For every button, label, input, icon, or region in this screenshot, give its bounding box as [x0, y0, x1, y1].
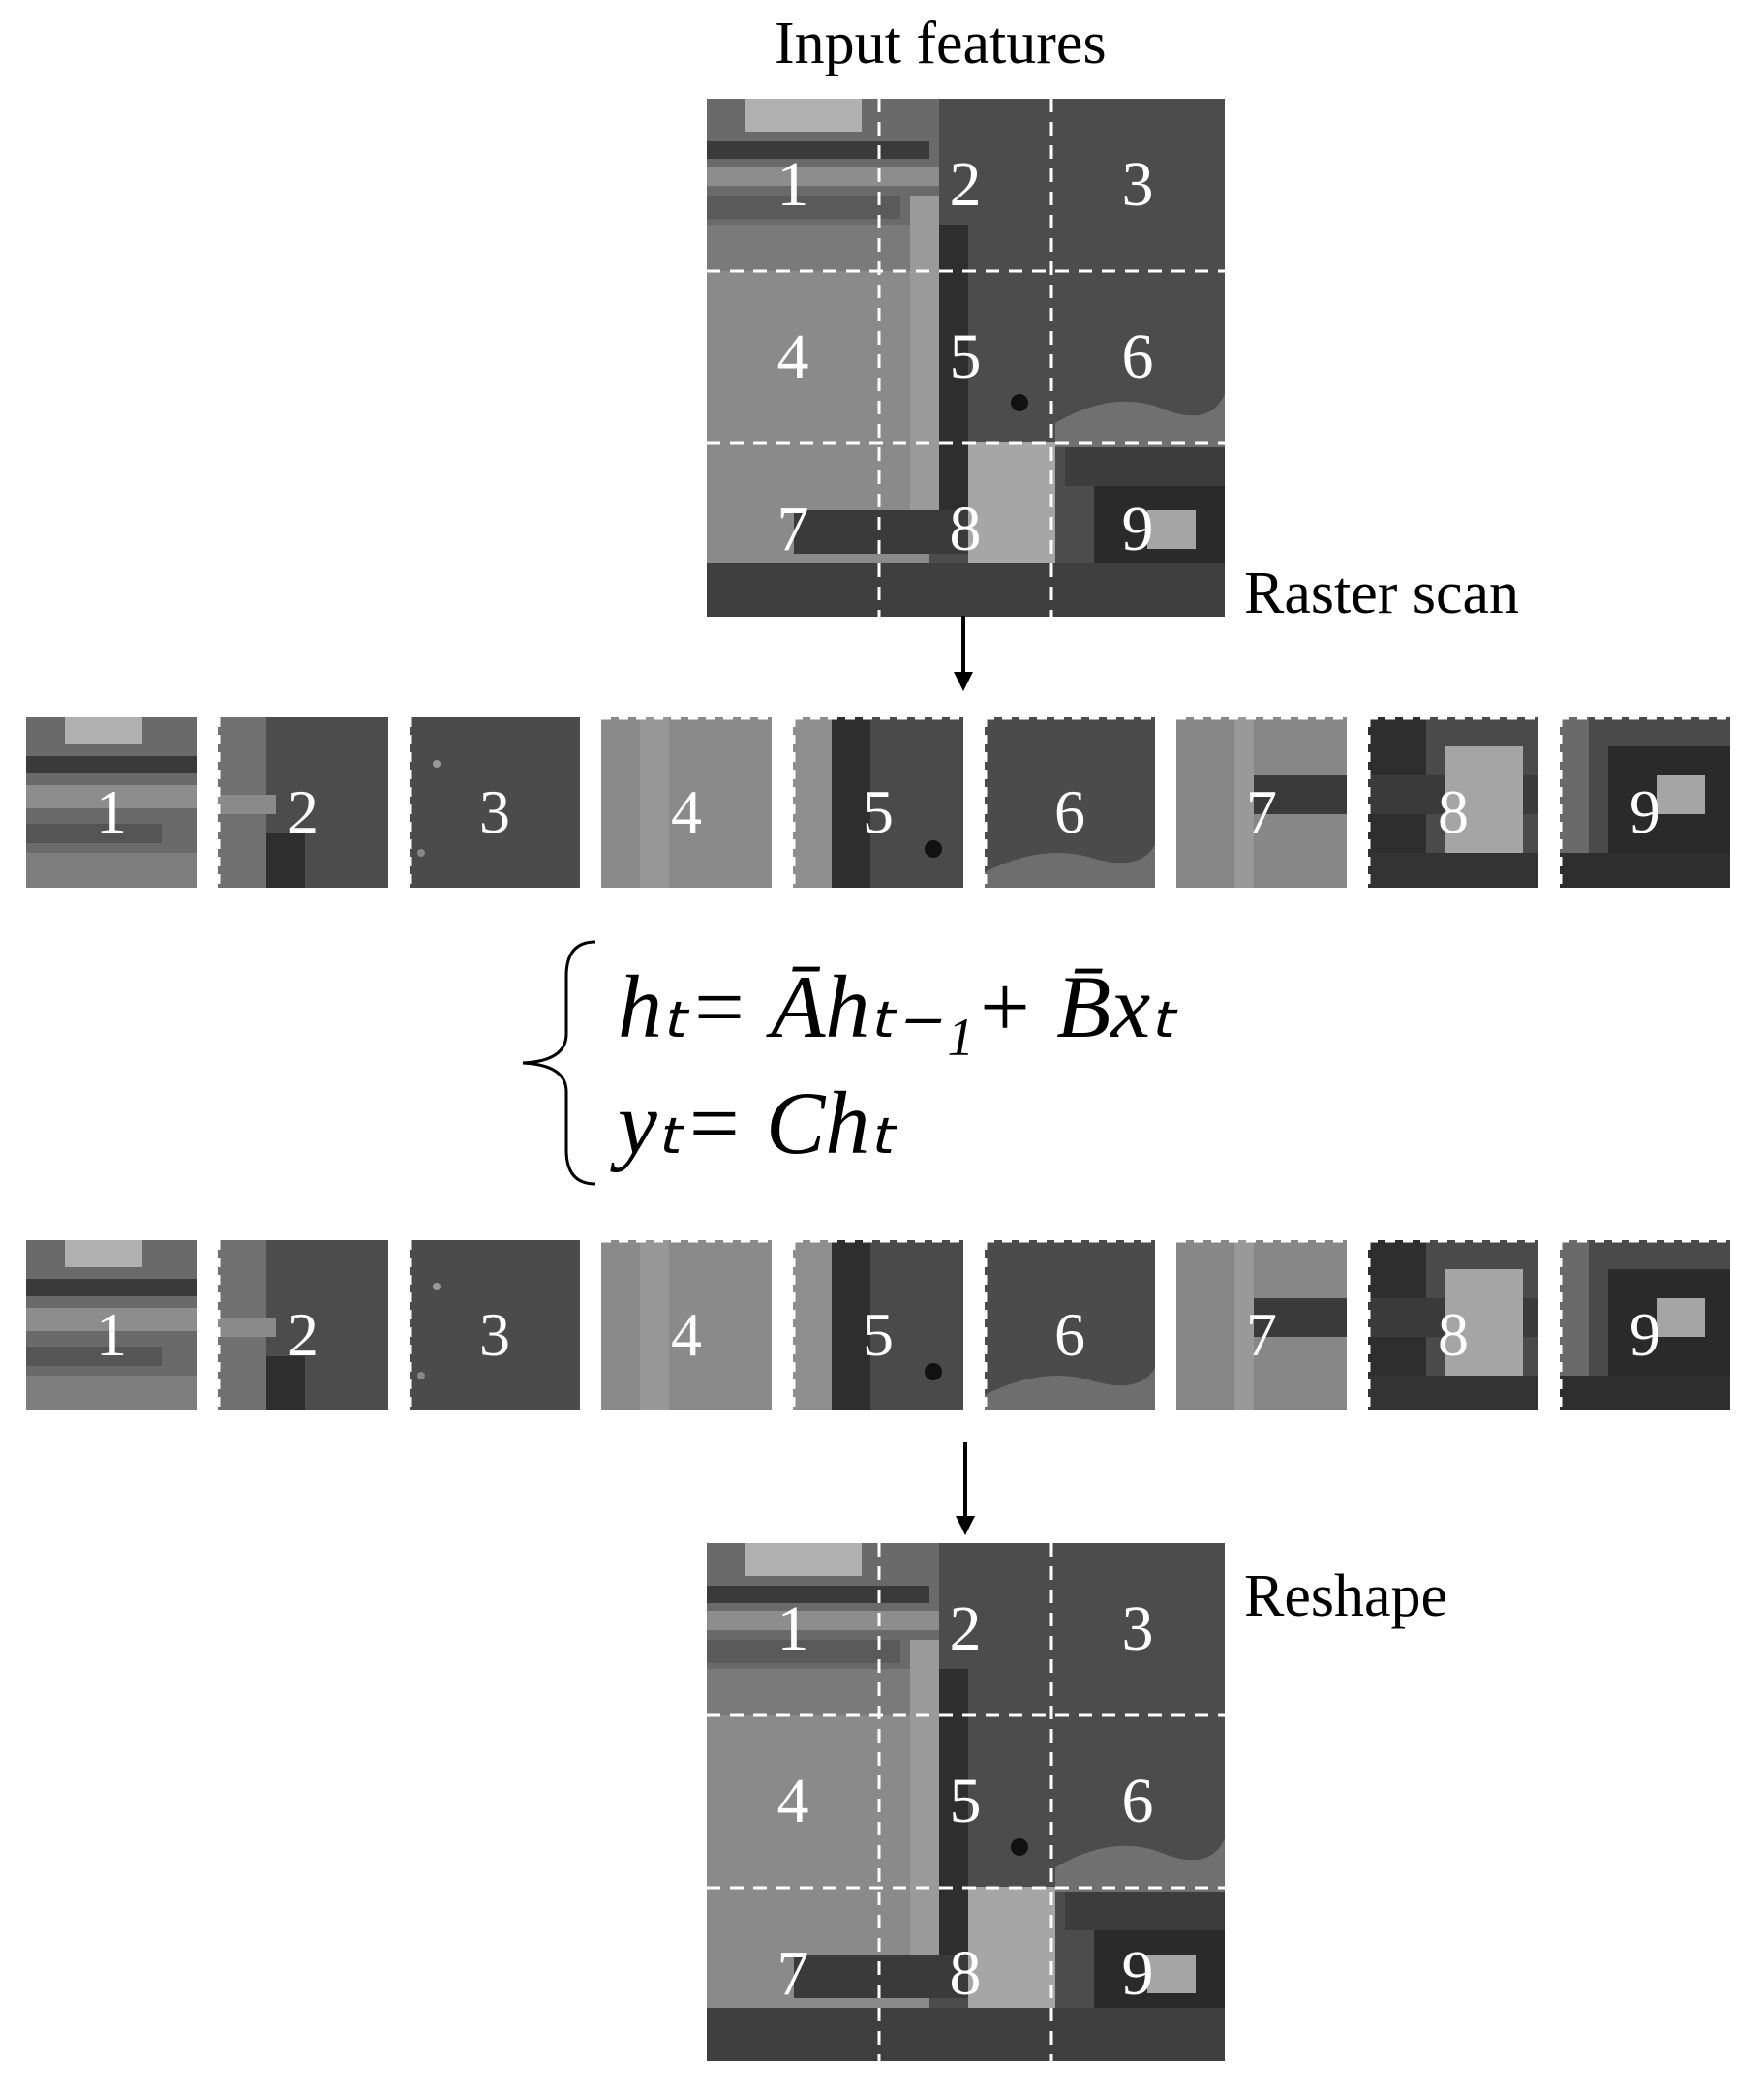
- patch-2: 2: [218, 1240, 388, 1410]
- grid-cell-9-label: 9: [1121, 1938, 1154, 2009]
- patch-7-label: 7: [1246, 1300, 1277, 1369]
- grid-cell-3-label: 3: [1121, 1593, 1154, 1664]
- patch-6: 6: [985, 1240, 1155, 1410]
- grid-cell-8-label: 8: [949, 494, 982, 564]
- grid-cell-1-label: 1: [776, 1593, 809, 1664]
- ssm-equations: hₜ= Āhₜ₋₁+ B̄xₜ yₜ= Chₜ: [513, 937, 1191, 1189]
- patch-2-label: 2: [288, 777, 319, 846]
- patch-sequence-output: 1 2 3 4 5 6 7 8 9: [26, 1240, 1746, 1412]
- patch-2-label: 2: [288, 1300, 319, 1369]
- patch-1: 1: [26, 717, 197, 888]
- grid-cell-6-label: 6: [1121, 321, 1154, 392]
- patch-4: 4: [601, 717, 772, 888]
- grid-cell-5-label: 5: [949, 1766, 982, 1836]
- patch-4-label: 4: [671, 777, 702, 846]
- grid-cell-2-label: 2: [949, 149, 982, 220]
- patch-9: 9: [1560, 1240, 1730, 1410]
- arrow-down-icon: [954, 616, 973, 691]
- patch-5: 5: [793, 717, 963, 888]
- patch-3-label: 3: [479, 1300, 510, 1369]
- patch-6-label: 6: [1054, 1300, 1085, 1369]
- patch-6: 6: [985, 717, 1155, 888]
- patch-4: 4: [601, 1240, 772, 1410]
- patch-8: 8: [1368, 1240, 1538, 1410]
- patch-8-label: 8: [1438, 777, 1469, 846]
- patch-3-label: 3: [479, 777, 510, 846]
- grid-cell-6-label: 6: [1121, 1766, 1154, 1836]
- input-feature-grid: 1 2 3 4 5 6 7 8 9: [707, 99, 1225, 617]
- patch-6-label: 6: [1054, 777, 1085, 846]
- reshaped-output-grid: 1 2 3 4 5 6 7 8 9: [707, 1543, 1225, 2061]
- patch-5: 5: [793, 1240, 963, 1410]
- equation-output: yₜ= Chₜ: [618, 1074, 897, 1172]
- input-features-label: Input features: [775, 11, 1107, 76]
- patch-8: 8: [1368, 717, 1538, 888]
- grid-cell-4-label: 4: [776, 1766, 809, 1836]
- patch-1: 1: [26, 1240, 197, 1410]
- reshape-label: Reshape: [1244, 1563, 1448, 1629]
- patch-4-label: 4: [671, 1300, 702, 1369]
- grid-cell-4-label: 4: [776, 321, 809, 392]
- patch-3: 3: [410, 1240, 580, 1410]
- patch-5-label: 5: [863, 1300, 894, 1369]
- patch-9: 9: [1560, 717, 1730, 888]
- grid-cell-7-label: 7: [776, 1938, 809, 2009]
- patch-8-label: 8: [1438, 1300, 1469, 1369]
- patch-3: 3: [410, 717, 580, 888]
- feature-map-image: [707, 99, 1225, 617]
- patch-sequence-raster: 1 2 3 4 5 6 7 8 9: [26, 717, 1746, 890]
- grid-cell-2-label: 2: [949, 1593, 982, 1664]
- grid-cell-8-label: 8: [949, 1938, 982, 2009]
- grid-cell-1-label: 1: [776, 149, 809, 220]
- feature-map-image: [707, 1543, 1225, 2061]
- patch-9-label: 9: [1629, 777, 1660, 846]
- patch-1-label: 1: [96, 777, 127, 846]
- equation-state-update: hₜ= Āhₜ₋₁+ B̄xₜ: [618, 957, 1177, 1056]
- brace-icon: [522, 940, 596, 1186]
- patch-9-label: 9: [1629, 1300, 1660, 1369]
- grid-cell-9-label: 9: [1121, 494, 1154, 564]
- grid-cell-3-label: 3: [1121, 149, 1154, 220]
- raster-scan-label: Raster scan: [1244, 561, 1520, 626]
- patch-7: 7: [1176, 1240, 1347, 1410]
- patch-1-label: 1: [96, 1300, 127, 1369]
- arrow-down-icon: [956, 1442, 975, 1535]
- grid-cell-7-label: 7: [776, 494, 809, 564]
- grid-cell-5-label: 5: [949, 321, 982, 392]
- patch-7: 7: [1176, 717, 1347, 888]
- patch-5-label: 5: [863, 777, 894, 846]
- patch-2: 2: [218, 717, 388, 888]
- patch-7-label: 7: [1246, 777, 1277, 846]
